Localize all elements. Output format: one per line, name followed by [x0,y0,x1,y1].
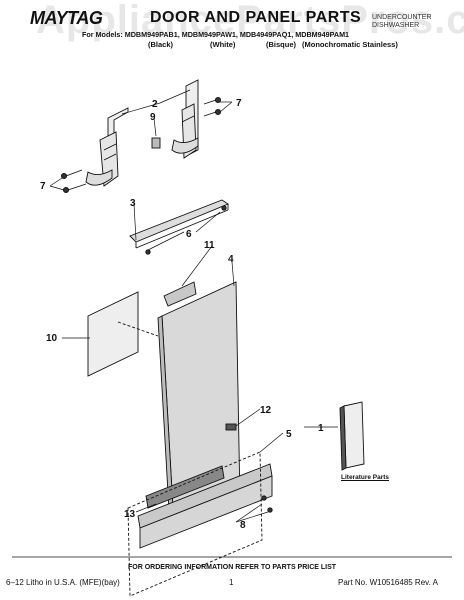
variant-black: (Black) [148,40,174,49]
door-insulation [87,291,139,377]
callout-10: 10 [46,333,58,344]
toe-assembly-outline [127,451,263,597]
callout-12: 12 [260,405,272,416]
left-hinge-bracket [85,107,129,187]
product-type: UNDERCOUNTER DISHWASHER [372,14,432,30]
watermark-text: AppliancePartsPros.com [36,0,464,42]
outer-door-panel [157,281,241,529]
toe-screw [261,495,267,501]
literature-booklet [339,401,365,471]
door-top-trim-rail [129,199,229,255]
door-handle [163,281,197,307]
callout-4: 4 [228,254,234,265]
door-latch [225,423,237,431]
callout-6: 6 [186,229,192,240]
insulation-guide-line [117,321,159,337]
clip-part [151,137,161,149]
callout-1: 1 [318,423,324,434]
page-title: DOOR AND PANEL PARTS [150,9,362,26]
callout-9: 9 [150,112,156,123]
callout-7-left: 7 [40,181,46,192]
callout-13: 13 [124,509,136,520]
callout-leaders [12,89,452,558]
brand-logo-text: MAYTAG [30,8,103,28]
product-type-line-2: DISHWASHER [372,22,420,29]
footer-page-number: 1 [229,578,234,587]
model-list: For Models: MDBM949PAB1, MDBM949PAW1, MD… [82,30,350,39]
product-type-line-1: UNDERCOUNTER [372,14,432,21]
callout-7-right: 7 [236,98,242,109]
literature-parts-label: Literature Parts [341,474,390,481]
ordering-footnote: FOR ORDERING INFORMATION REFER TO PARTS … [128,564,337,571]
footer-part-number: Part No. W10516485 Rev. A [338,578,438,587]
callout-2: 2 [152,99,158,110]
variant-stainless: (Monochromatic Stainless) [302,40,398,49]
callout-3: 3 [130,198,136,209]
footer-litho: 6–12 Litho in U.S.A. (MFE)(bay) [6,578,120,587]
right-hinge-bracket [171,79,199,159]
variant-white: (White) [210,40,236,49]
callout-5: 5 [286,429,292,440]
screws-right [203,96,222,117]
callout-8: 8 [240,520,246,531]
toe-panel-insulation [145,465,225,509]
variant-bisque: (Bisque) [266,40,296,49]
screws-left [60,169,87,194]
toe-kick-panel [137,463,273,549]
toe-screw [267,507,273,513]
callout-11: 11 [204,240,215,251]
